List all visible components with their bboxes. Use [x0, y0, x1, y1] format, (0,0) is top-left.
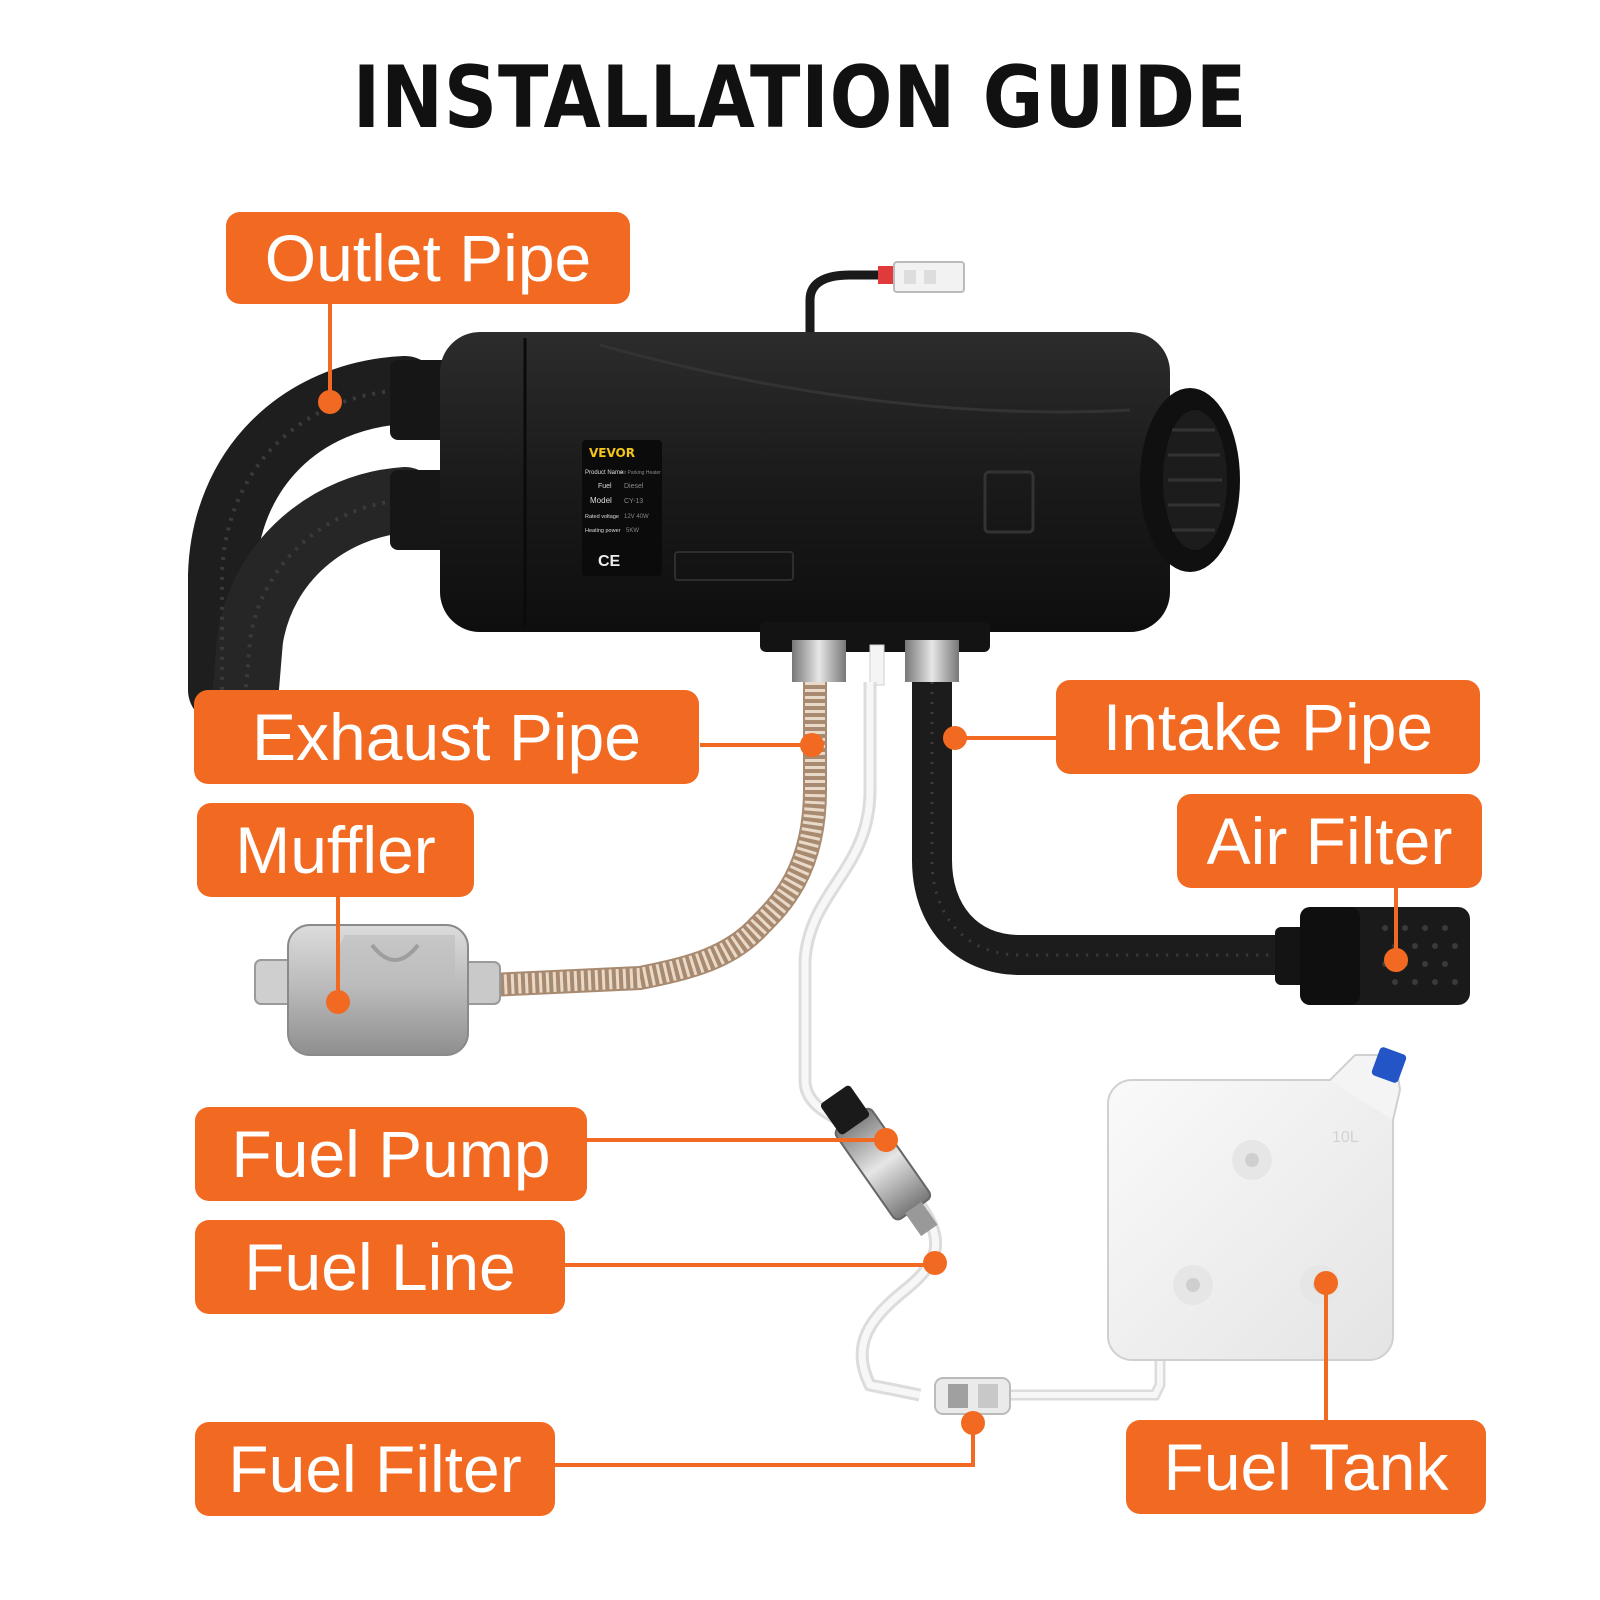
- brand-logo: VEVOR: [589, 446, 635, 460]
- nameplate-key-2: Model: [590, 496, 612, 505]
- fuel-line-tube: [798, 682, 1166, 1402]
- nameplate: VEVOR Product Name Air Parking Heater Fu…: [582, 440, 662, 576]
- page-title: INSTALLATION GUIDE: [352, 48, 1248, 148]
- exhaust-pipe: [489, 682, 827, 997]
- leader-lines: [328, 300, 1398, 1467]
- tank-capacity-mark: 10L: [1332, 1129, 1359, 1146]
- outlet-hoses: [188, 356, 450, 733]
- nameplate-key-4: Heating power: [585, 528, 621, 534]
- label-fuel-line: Fuel Line: [195, 1220, 565, 1314]
- fuel-tank-body: 10L: [1107, 1047, 1407, 1361]
- nameplate-value-0: Air Parking Heater: [620, 470, 661, 476]
- label-intake-pipe: Intake Pipe: [1056, 680, 1480, 774]
- heater-unit: [440, 332, 1240, 686]
- label-muffler: Muffler: [197, 803, 474, 897]
- power-cable: [805, 261, 965, 335]
- label-air-filter: Air Filter: [1177, 794, 1482, 888]
- nameplate-key-1: Fuel: [598, 483, 612, 490]
- fuel-filter-body: [934, 1377, 1011, 1415]
- intake-pipe: [912, 682, 1290, 975]
- nameplate-value-1: Diesel: [624, 483, 644, 490]
- leader-dots: [318, 390, 1408, 1435]
- nameplate-value-2: CY-13: [624, 498, 643, 505]
- label-fuel-tank: Fuel Tank: [1126, 1420, 1486, 1514]
- nameplate-value-4: 5KW: [626, 528, 639, 534]
- fuel-pump-body: [820, 1085, 938, 1237]
- label-exhaust-pipe: Exhaust Pipe: [194, 690, 699, 784]
- nameplate-value-3: 12V 40W: [624, 514, 649, 520]
- label-outlet-pipe: Outlet Pipe: [226, 212, 630, 304]
- label-fuel-pump: Fuel Pump: [195, 1107, 587, 1201]
- label-fuel-filter: Fuel Filter: [195, 1422, 555, 1516]
- air-filter: [1275, 907, 1470, 1005]
- muffler-body: [254, 924, 501, 1056]
- ce-mark: CE: [598, 553, 621, 570]
- nameplate-key-3: Rated voltage: [585, 514, 619, 520]
- nameplate-key-0: Product Name: [585, 470, 624, 476]
